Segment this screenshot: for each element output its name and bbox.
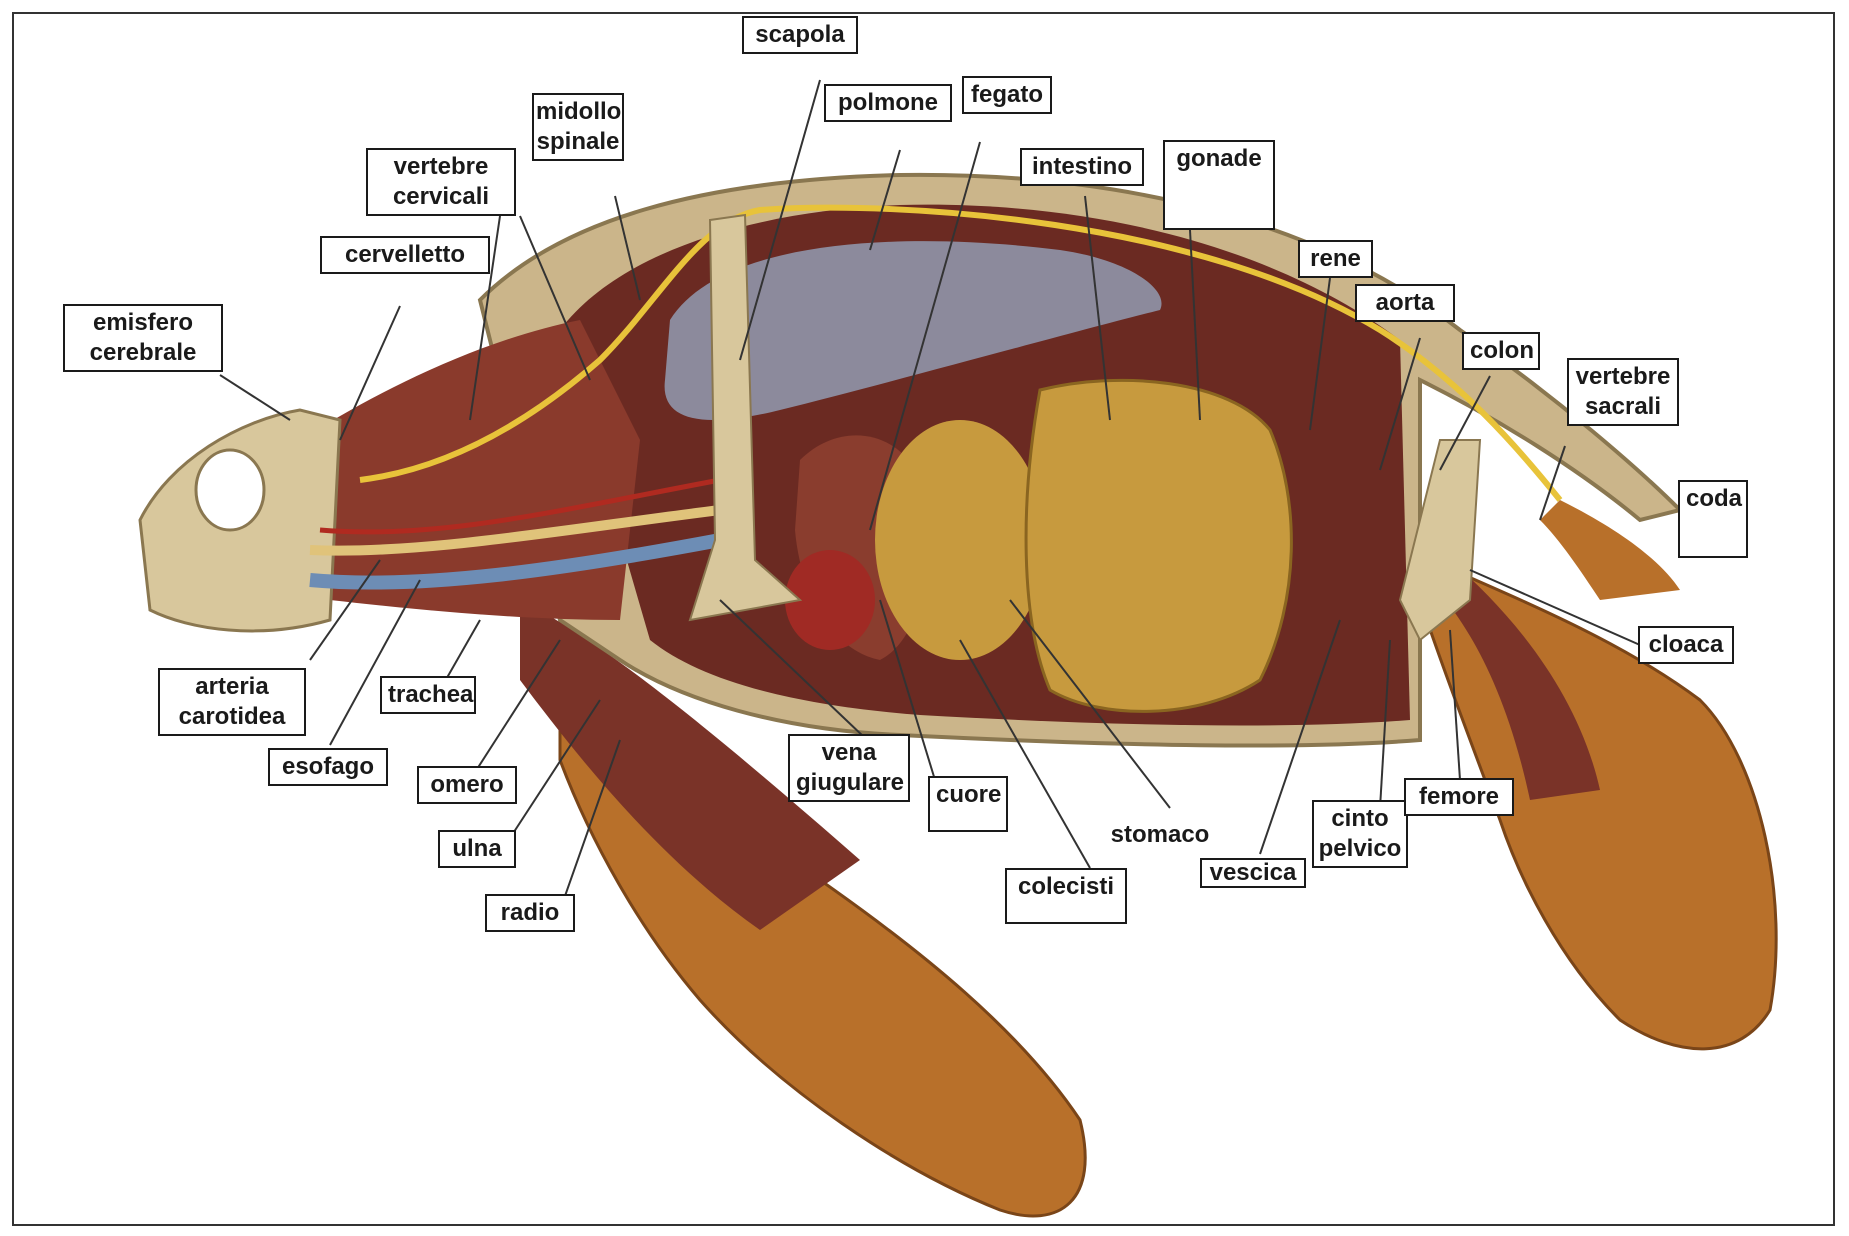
label-line: vescica xyxy=(1206,861,1300,885)
label-line: carotidea xyxy=(166,702,298,732)
label-coda: coda xyxy=(1678,480,1748,558)
label-cuore: cuore xyxy=(928,776,1008,832)
eye-orbit xyxy=(196,450,264,530)
label-trachea: trachea xyxy=(380,676,476,714)
label-line: esofago xyxy=(276,752,380,782)
label-stomaco: stomaco xyxy=(1100,818,1220,852)
label-line: cuore xyxy=(936,780,1000,810)
label-colecisti: colecisti xyxy=(1005,868,1127,924)
label-emisfero-cerebrale: emisfero cerebrale xyxy=(63,304,223,372)
label-line: rene xyxy=(1306,244,1365,274)
label-line: midollo xyxy=(536,97,620,127)
label-line: colon xyxy=(1470,336,1532,366)
label-line: intestino xyxy=(1028,152,1136,182)
label-line: gonade xyxy=(1171,144,1267,174)
label-rene: rene xyxy=(1298,240,1373,278)
label-line: ulna xyxy=(446,834,508,864)
label-arteria-carotidea: arteria carotidea xyxy=(158,668,306,736)
label-line: polmone xyxy=(832,88,944,118)
label-line: cervicali xyxy=(374,182,508,212)
label-vertebre-cervicali: vertebre cervicali xyxy=(366,148,516,216)
label-line: cerebrale xyxy=(71,338,215,368)
label-vena-giugulare: vena giugulare xyxy=(788,734,910,802)
label-cloaca: cloaca xyxy=(1638,626,1734,664)
label-line: omero xyxy=(425,770,509,800)
label-line: vena xyxy=(796,738,902,768)
label-colon: colon xyxy=(1462,332,1540,370)
label-vertebre-sacrali: vertebre sacrali xyxy=(1567,358,1679,426)
label-line: colecisti xyxy=(1013,872,1119,902)
label-cervelletto: cervelletto xyxy=(320,236,490,274)
label-cinto-pelvico: cinto pelvico xyxy=(1312,800,1408,868)
label-line: pelvico xyxy=(1316,834,1404,864)
label-line: radio xyxy=(493,898,567,928)
label-fegato: fegato xyxy=(962,76,1052,114)
label-line: vertebre xyxy=(1575,362,1671,392)
label-line: cloaca xyxy=(1646,630,1726,660)
label-line: cervelletto xyxy=(328,240,482,270)
label-midollo-spinale: midollo spinale xyxy=(532,93,624,161)
label-scapola: scapola xyxy=(742,16,858,54)
stomach-shape xyxy=(875,420,1045,660)
label-intestino: intestino xyxy=(1020,148,1144,186)
label-aorta: aorta xyxy=(1355,284,1455,322)
label-line: stomaco xyxy=(1106,820,1214,850)
label-line: spinale xyxy=(536,127,620,157)
label-line: coda xyxy=(1686,484,1740,514)
label-line: giugulare xyxy=(796,768,902,798)
label-line: aorta xyxy=(1363,288,1447,318)
label-ulna: ulna xyxy=(438,830,516,868)
label-line: sacrali xyxy=(1575,392,1671,422)
label-line: cinto xyxy=(1316,804,1404,834)
label-femore: femore xyxy=(1404,778,1514,816)
label-line: femore xyxy=(1412,782,1506,812)
label-gonade: gonade xyxy=(1163,140,1275,230)
label-esofago: esofago xyxy=(268,748,388,786)
label-line: fegato xyxy=(970,80,1044,110)
label-line: vertebre xyxy=(374,152,508,182)
label-line: emisfero xyxy=(71,308,215,338)
label-line: arteria xyxy=(166,672,298,702)
label-line: trachea xyxy=(388,680,468,710)
label-polmone: polmone xyxy=(824,84,952,122)
label-vescica: vescica xyxy=(1200,858,1306,888)
intestine-mass xyxy=(1026,380,1291,711)
label-omero: omero xyxy=(417,766,517,804)
label-radio: radio xyxy=(485,894,575,932)
label-line: scapola xyxy=(750,20,850,50)
